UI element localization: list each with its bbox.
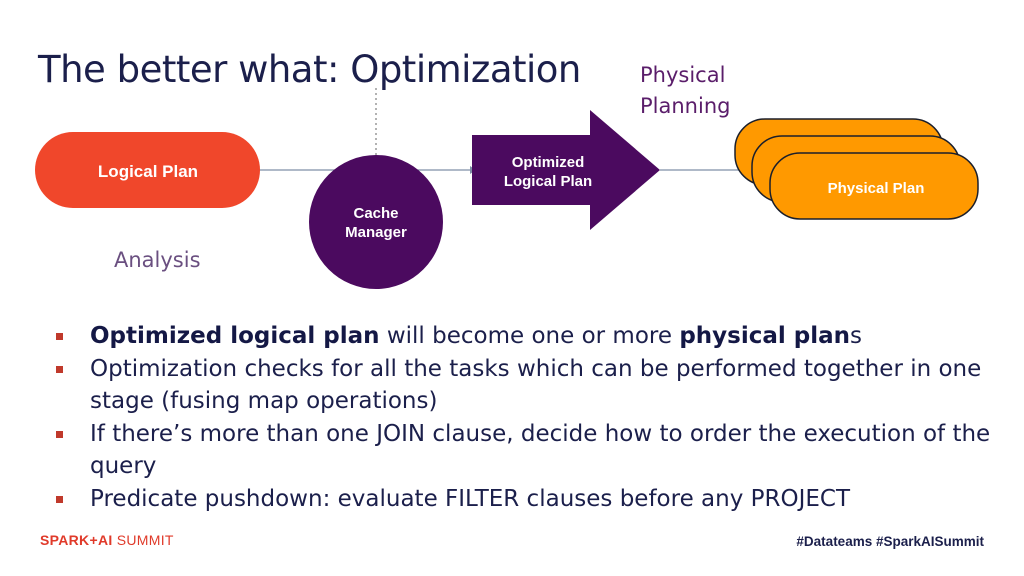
bullet-text: If there’s more than one JOIN clause, de… <box>90 420 991 480</box>
bullet-item: Optimization checks for all the tasks wh… <box>56 353 996 418</box>
bullet-bold-text: Optimized logical plan <box>90 323 380 349</box>
bullet-marker <box>56 430 63 438</box>
physical-plan-card-front <box>769 152 979 220</box>
query-optimization-diagram: Logical Plan Cache Manager Optimized Log… <box>35 88 979 289</box>
bullet-text: will become one or more <box>379 323 680 349</box>
footer-hashtags: #Datateams #SparkAISummit <box>796 534 984 549</box>
bullet-item: Optimized logical plan will become one o… <box>56 320 996 353</box>
bullet-bold-text: physical plan <box>679 323 851 349</box>
spark-ai-summit-logo: SPARK+AI SUMMIT <box>40 532 174 548</box>
physical-planning-line-1: Physical <box>640 63 726 87</box>
logical-plan-label: Logical Plan <box>98 162 198 181</box>
bullet-marker <box>56 495 63 503</box>
optimized-label-line-2: Logical Plan <box>504 173 592 190</box>
cache-manager-label-line-2: Manager <box>345 224 407 241</box>
physical-plan-label: Physical Plan <box>828 180 925 197</box>
logical-plan-shape <box>35 132 260 208</box>
optimized-label-line-1: Optimized <box>512 154 585 171</box>
bullet-item: Predicate pushdown: evaluate FILTER clau… <box>56 483 996 516</box>
slide-title: The better what: Optimization <box>38 48 581 91</box>
logo-light-text: SUMMIT <box>112 532 174 548</box>
bullet-text: Predicate pushdown: evaluate FILTER clau… <box>90 485 850 512</box>
bullet-marker <box>56 333 63 340</box>
optimized-logical-plan-arrow <box>472 110 660 230</box>
analysis-label: Analysis <box>114 248 201 272</box>
bullet-marker <box>56 365 63 373</box>
logo-strong-text: SPARK+AI <box>40 532 113 548</box>
bullet-item: If there’s more than one JOIN clause, de… <box>56 418 996 483</box>
physical-planning-label: Physical Planning <box>640 60 730 122</box>
bullet-list: Optimized logical plan will become one o… <box>56 320 996 515</box>
cache-manager-label-line-1: Cache <box>353 205 398 222</box>
cache-manager-shape <box>309 155 443 289</box>
bullet-text: Optimization checks for all the tasks wh… <box>90 355 982 415</box>
bullet-text: s <box>850 323 862 349</box>
physical-planning-line-2: Planning <box>640 94 731 118</box>
